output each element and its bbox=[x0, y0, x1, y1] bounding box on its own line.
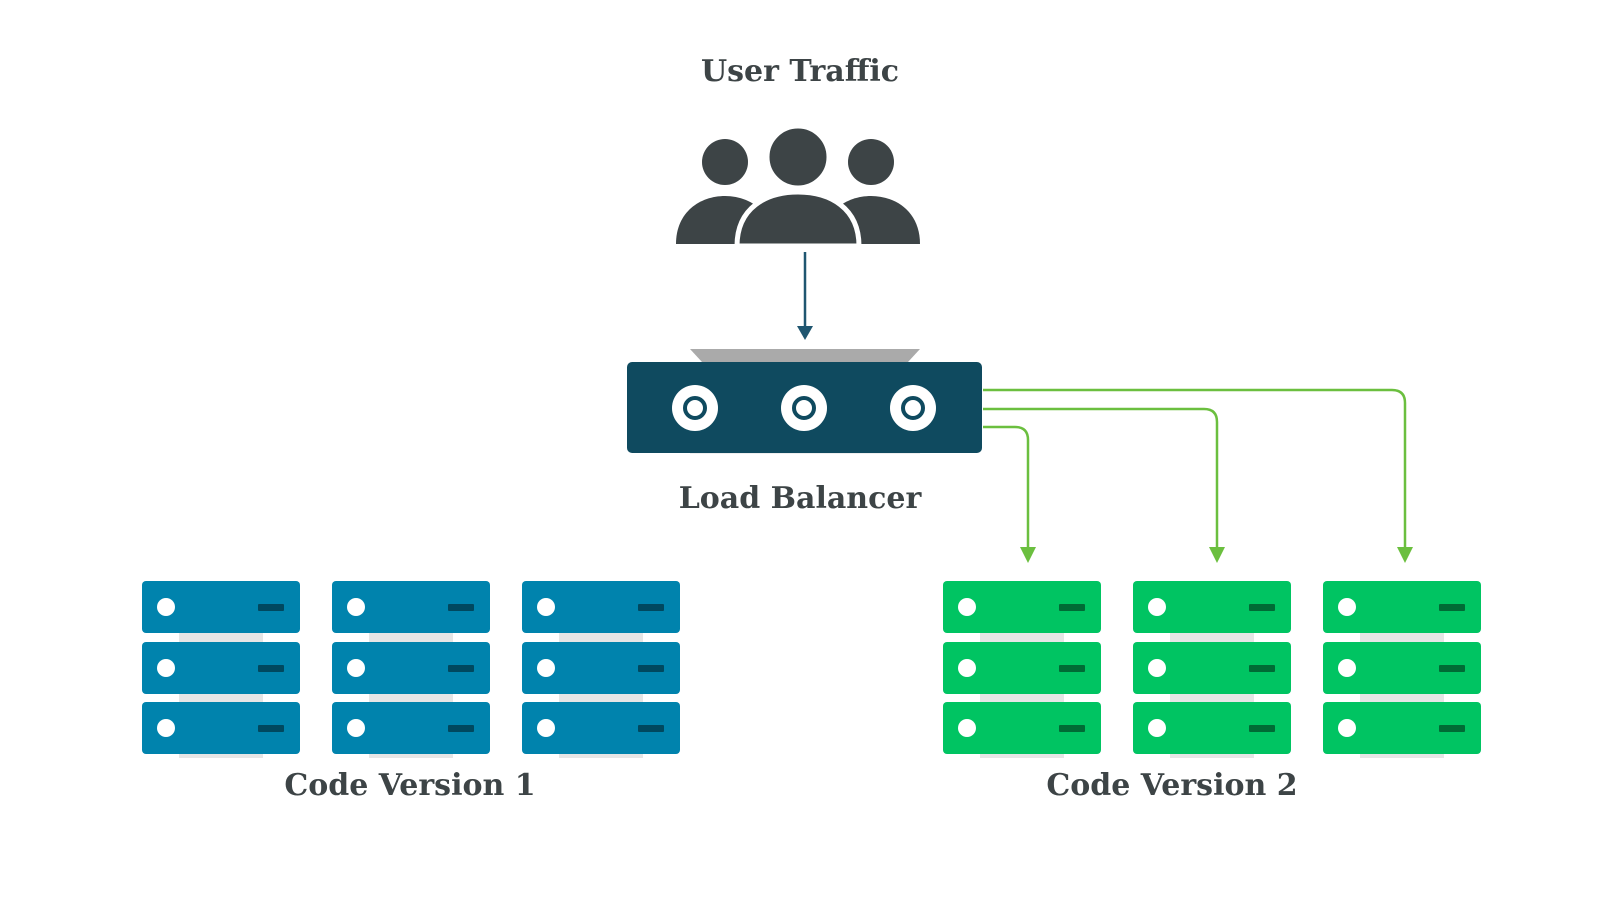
server-unit bbox=[522, 642, 680, 694]
server-stack-icon bbox=[1323, 581, 1481, 758]
server-unit bbox=[943, 642, 1101, 694]
route-arrow-3 bbox=[983, 388, 1407, 552]
code-version-2-servers bbox=[943, 581, 1481, 758]
route-arrow-2 bbox=[983, 407, 1219, 552]
routing-arrow-heads bbox=[1020, 547, 1413, 563]
lb-port bbox=[890, 385, 936, 431]
server-unit bbox=[522, 581, 680, 633]
server-unit bbox=[943, 702, 1101, 754]
users-group-icon bbox=[676, 123, 920, 249]
user-traffic-label: User Traffic bbox=[700, 54, 900, 89]
server-unit bbox=[522, 702, 680, 754]
server-unit bbox=[332, 581, 490, 633]
server-unit bbox=[332, 642, 490, 694]
lb-port bbox=[672, 385, 718, 431]
load-balancer-icon bbox=[627, 349, 982, 454]
server-unit bbox=[1323, 642, 1481, 694]
server-unit bbox=[1323, 581, 1481, 633]
server-unit bbox=[142, 581, 300, 633]
server-unit bbox=[332, 702, 490, 754]
server-stack-icon bbox=[1133, 581, 1291, 758]
traffic-arrow-head bbox=[797, 326, 813, 340]
code-version-1-label: Code Version 1 bbox=[284, 768, 536, 803]
server-unit bbox=[142, 702, 300, 754]
lb-port bbox=[781, 385, 827, 431]
server-stack-icon bbox=[943, 581, 1101, 758]
server-unit bbox=[1133, 702, 1291, 754]
code-version-1-servers bbox=[142, 581, 680, 758]
route-arrow-1 bbox=[983, 425, 1030, 552]
server-stack-icon bbox=[142, 581, 300, 758]
server-unit bbox=[1323, 702, 1481, 754]
server-unit bbox=[1133, 642, 1291, 694]
server-unit bbox=[1133, 581, 1291, 633]
load-balancer-label: Load Balancer bbox=[678, 481, 922, 516]
routing-arrows bbox=[983, 388, 1407, 552]
code-version-2-label: Code Version 2 bbox=[1046, 768, 1298, 803]
server-unit bbox=[943, 581, 1101, 633]
server-unit bbox=[142, 642, 300, 694]
server-stack-icon bbox=[522, 581, 680, 758]
server-stack-icon bbox=[332, 581, 490, 758]
